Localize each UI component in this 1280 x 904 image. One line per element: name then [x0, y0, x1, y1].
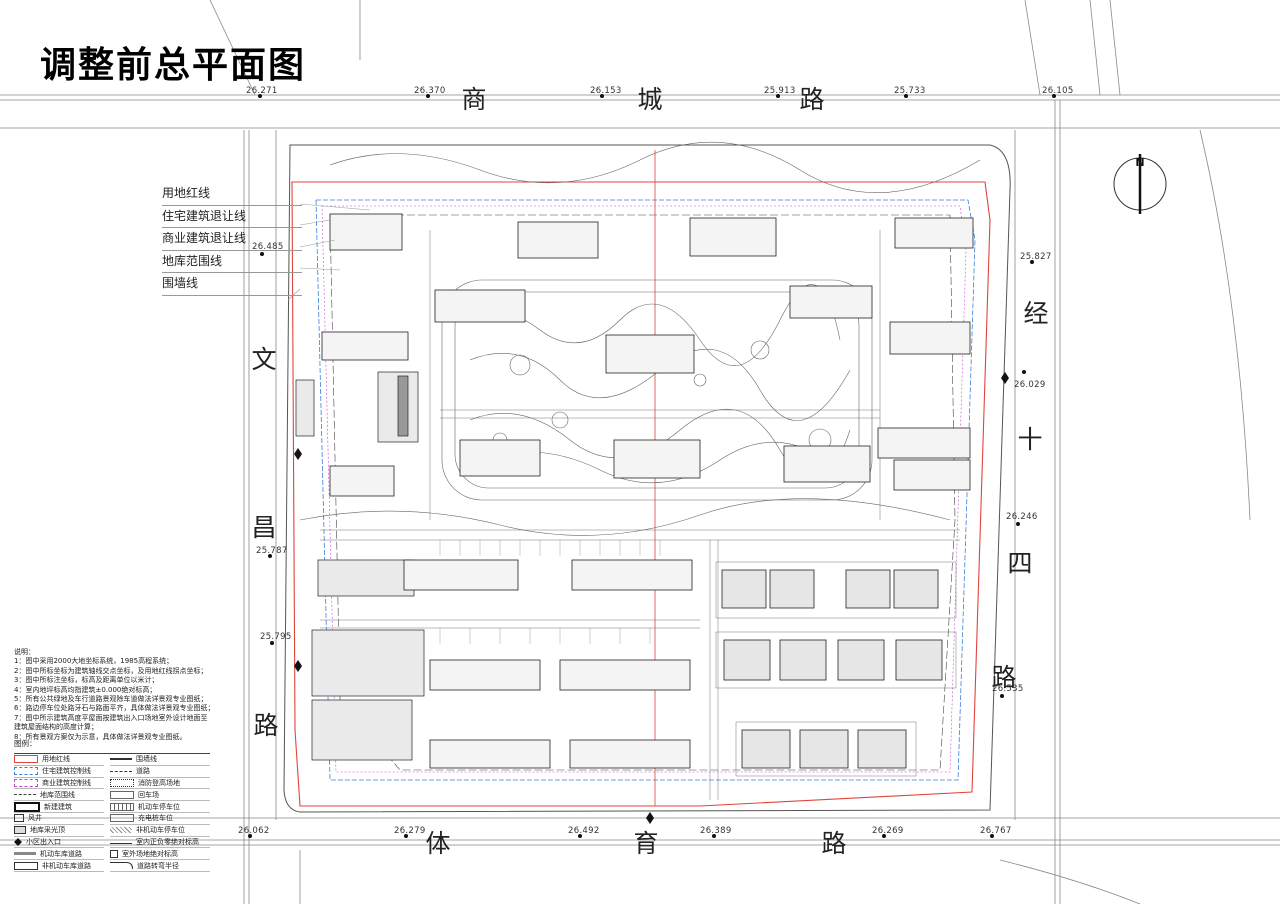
- road-west-char-1: 文: [251, 345, 277, 374]
- elevation-label: 26.271: [246, 86, 278, 96]
- symbol-legend: 图例： 用地红线 围墙线 住宅建筑控制线 道路 商业建筑控制线 消防登高场地 地…: [14, 738, 210, 872]
- note-line: 4：室内地坪标高均指建筑±0.000绝对标高；: [14, 685, 157, 694]
- elevation-label: 26.246: [1006, 512, 1038, 522]
- road-east-char-1: 经: [1023, 299, 1049, 328]
- fire-access-swatch: [110, 778, 134, 787]
- note-line: 8：所有景观方案仅为示意，具体做法详景观专业图纸。: [14, 732, 187, 741]
- line-legend-item: 用地红线: [162, 183, 302, 206]
- legend-label: 围墙线: [136, 755, 157, 764]
- legend-label: 地库采光顶: [30, 826, 65, 835]
- note-line: 6：路边停车位处路牙石与路面平齐，具体做法详景观专业图纸；: [14, 704, 215, 713]
- legend-label: 机动车库道路: [40, 849, 82, 858]
- legend-label: 商业建筑控制线: [42, 778, 91, 787]
- turn-radius-icon: [110, 862, 133, 870]
- legend-label: 地库范围线: [40, 790, 75, 799]
- elevation-label: 26.389: [700, 826, 732, 836]
- legend-label: 新建建筑: [44, 802, 72, 811]
- air-shaft-icon: [14, 814, 24, 823]
- basement-swatch: [14, 794, 36, 796]
- legend-label: 道路转弯半径: [137, 861, 179, 870]
- design-notes: 说明： 1：图中采用2000大地坐标系统，1985高程系统； 2：图中所标坐标为…: [14, 648, 264, 742]
- elevation-label: 25.827: [1020, 252, 1052, 262]
- elevation-label: 26.153: [590, 86, 622, 96]
- elevation-label: 25.787: [256, 546, 288, 556]
- entrance-icon: [14, 838, 22, 846]
- road-north-char-1: 商: [461, 85, 487, 114]
- vehicle-ramp-swatch: [14, 852, 36, 856]
- road-east-char-4: 路: [991, 663, 1017, 692]
- road-north-char-2: 城: [637, 85, 663, 114]
- legend-label: 充电桩车位: [138, 814, 173, 823]
- elevation-label: 25.795: [260, 632, 292, 642]
- road-south-char-1: 体: [425, 829, 451, 858]
- elevation-label: 26.029: [1014, 380, 1046, 390]
- elevation-label: 26.269: [872, 826, 904, 836]
- residential-setback-swatch: [14, 767, 38, 776]
- outdoor-elevation-icon: [110, 849, 118, 858]
- bike-ramp-swatch: [14, 861, 38, 870]
- road-west-char-3: 路: [253, 711, 279, 740]
- legend-label: 消防登高场地: [138, 778, 180, 787]
- charging-spot-icon: [110, 814, 134, 823]
- line-legend-item: 围墙线: [162, 273, 302, 296]
- note-line: 5：所有公共绿地及车行道路景观除车道做法详景观专业图纸；: [14, 695, 208, 704]
- elevation-label: 26.062: [238, 826, 270, 836]
- commercial-setback-swatch: [14, 778, 38, 787]
- notes-heading: 说明：: [14, 648, 35, 656]
- line-type-legend: 用地红线 住宅建筑退让线 商业建筑退让线 地库范围线 围墙线: [162, 183, 302, 296]
- elevation-label: 25.733: [894, 86, 926, 96]
- line-legend-item: 地库范围线: [162, 251, 302, 273]
- road-east-char-3: 四: [1007, 549, 1033, 578]
- new-building-swatch: [14, 801, 40, 812]
- line-legend-item: 住宅建筑退让线: [162, 206, 302, 228]
- elevation-label: 26.767: [980, 826, 1012, 836]
- note-line: 1：图中采用2000大地坐标系统，1985高程系统；: [14, 657, 174, 666]
- wall-line-swatch: [110, 758, 132, 761]
- legend-label: 住宅建筑控制线: [42, 767, 91, 776]
- north-arrow-icon: N: [1113, 154, 1167, 214]
- legend-label: 室内正负零绝对标高: [136, 837, 199, 846]
- elevation-label: 26.492: [568, 826, 600, 836]
- note-line: 3：图中所标注坐标，标高及距离单位以米计；: [14, 676, 159, 685]
- legend-label: 机动车停车位: [138, 802, 180, 811]
- elevation-label: 26.279: [394, 826, 426, 836]
- line-legend-item: 商业建筑退让线: [162, 228, 302, 251]
- red-line-swatch: [14, 755, 38, 764]
- road-south-char-3: 路: [821, 829, 847, 858]
- legend-label: 小区出入口: [26, 837, 61, 846]
- road-north-char-3: 路: [799, 85, 825, 114]
- note-line: 建筑屋面结构的高度计算；: [14, 723, 98, 732]
- elevation-label: 26.485: [252, 242, 284, 252]
- page-title: 调整前总平面图: [40, 45, 307, 86]
- elevation-label: 26.370: [414, 86, 446, 96]
- elevation-label: 26.105: [1042, 86, 1074, 96]
- legend-label: 回车场: [138, 790, 159, 799]
- road-swatch: [110, 770, 132, 772]
- elevation-label: 26.535: [992, 684, 1024, 694]
- legend-label: 非机动车停车位: [136, 826, 185, 835]
- indoor-elevation-icon: [110, 839, 132, 845]
- note-line: 2：图中所标坐标为建筑轴线交点坐标，及用地红线拐点坐标；: [14, 666, 208, 675]
- road-west-char-2: 昌: [251, 513, 277, 542]
- legend-heading: 图例：: [14, 739, 37, 748]
- north-label: N: [1135, 156, 1144, 169]
- legend-label: 非机动车库道路: [42, 861, 91, 870]
- parking-swatch: [110, 802, 134, 811]
- legend-label: 室外场地绝对标高: [122, 849, 178, 858]
- bike-parking-swatch: [110, 827, 132, 834]
- legend-label: 用地红线: [42, 755, 70, 764]
- turnaround-swatch: [110, 790, 134, 799]
- elevation-label: 25.913: [764, 86, 796, 96]
- road-south-char-2: 育: [633, 829, 659, 858]
- note-line: 7：图中所示建筑高度平屋面按建筑出入口场地室外设计地面至: [14, 713, 208, 722]
- legend-label: 道路: [136, 767, 150, 776]
- road-east-char-2: 十: [1017, 425, 1043, 454]
- skylight-icon: [14, 826, 26, 835]
- legend-label: 风井: [28, 814, 42, 823]
